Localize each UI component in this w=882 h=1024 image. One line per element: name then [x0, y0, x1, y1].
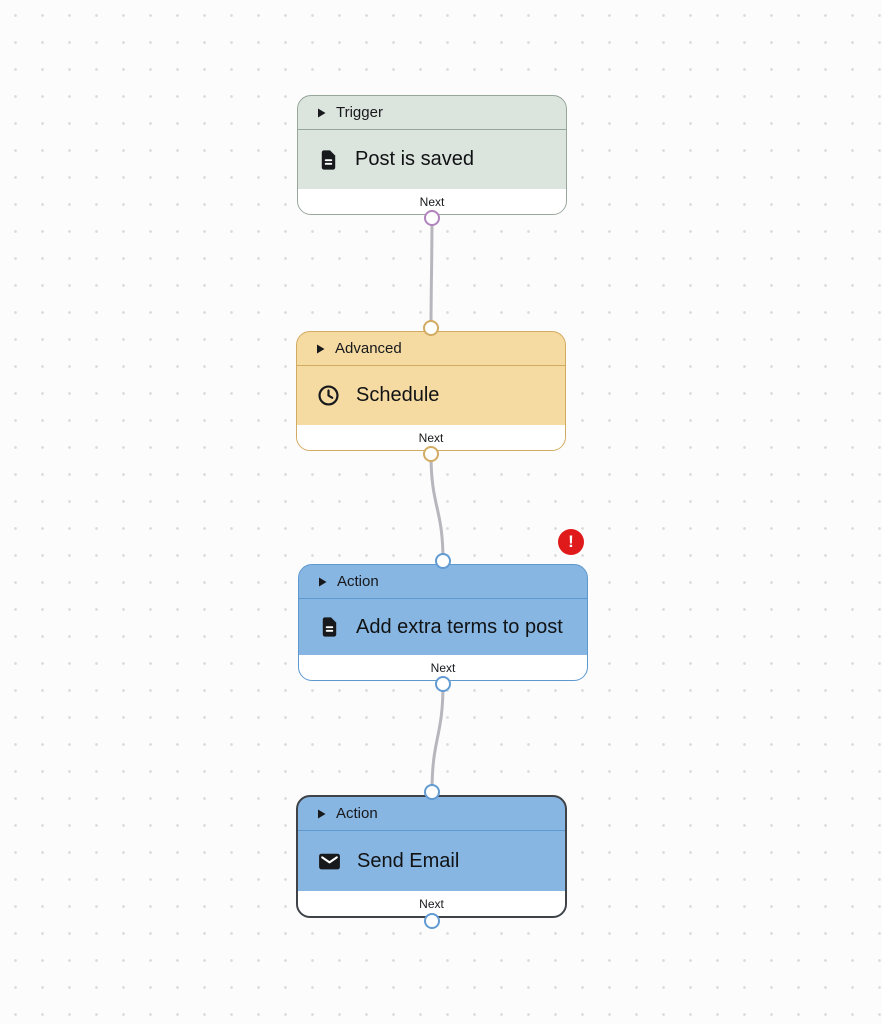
next-output-label: Next: [419, 194, 445, 209]
node-category-label: Action: [336, 805, 378, 822]
workflow-node-trigger-post-is-saved[interactable]: Trigger Post is saved Next: [297, 95, 567, 215]
node-footer: Next: [297, 425, 565, 450]
node-footer: Next: [299, 655, 587, 680]
node-footer: Next: [298, 189, 566, 214]
node-header[interactable]: Action: [298, 797, 565, 831]
next-output-label: Next: [419, 896, 444, 911]
collapse-triangle-icon[interactable]: [316, 344, 325, 354]
output-port-add-extra-terms[interactable]: [435, 676, 451, 692]
collapse-triangle-icon[interactable]: [317, 108, 326, 118]
document-icon: [318, 615, 341, 639]
node-title: Post is saved: [355, 148, 474, 170]
node-footer: Next: [298, 891, 565, 916]
node-title: Send Email: [357, 849, 460, 872]
node-body: Add extra terms to post: [299, 599, 587, 655]
node-header[interactable]: Advanced: [297, 332, 565, 366]
node-header[interactable]: Trigger: [298, 96, 566, 130]
input-port-schedule[interactable]: [423, 320, 439, 336]
workflow-node-advanced-schedule[interactable]: Advanced Schedule Next: [296, 331, 566, 451]
node-category-label: Action: [337, 573, 379, 590]
node-category-label: Advanced: [335, 340, 402, 357]
envelope-icon: [317, 849, 342, 874]
edge-action-to-send-email: [430, 682, 445, 794]
input-port-send-email[interactable]: [424, 784, 440, 800]
error-badge-icon[interactable]: !: [558, 529, 584, 555]
output-port-trigger[interactable]: [424, 210, 440, 226]
next-output-label: Next: [418, 430, 444, 445]
node-body: Post is saved: [298, 130, 566, 189]
node-title: Add extra terms to post: [356, 615, 563, 638]
edge-trigger-to-schedule: [429, 216, 434, 330]
collapse-triangle-icon[interactable]: [318, 577, 327, 587]
document-icon: [317, 148, 340, 172]
node-category-label: Trigger: [336, 104, 383, 121]
input-port-add-extra-terms[interactable]: [435, 553, 451, 569]
next-output-label: Next: [430, 660, 456, 675]
clock-icon: [316, 383, 341, 408]
workflow-node-action-send-email[interactable]: Action Send Email Next: [296, 795, 567, 918]
collapse-triangle-icon[interactable]: [317, 809, 326, 819]
workflow-node-action-add-extra-terms[interactable]: Action Add extra terms to post Next: [298, 564, 588, 681]
node-title: Schedule: [356, 384, 440, 406]
edge-schedule-to-action: [429, 452, 445, 563]
error-badge-glyph: !: [568, 532, 574, 551]
node-body: Schedule: [297, 366, 565, 425]
output-port-schedule[interactable]: [423, 446, 439, 462]
node-body: Send Email: [298, 831, 565, 891]
output-port-send-email[interactable]: [424, 913, 440, 929]
node-header[interactable]: Action: [299, 565, 587, 599]
